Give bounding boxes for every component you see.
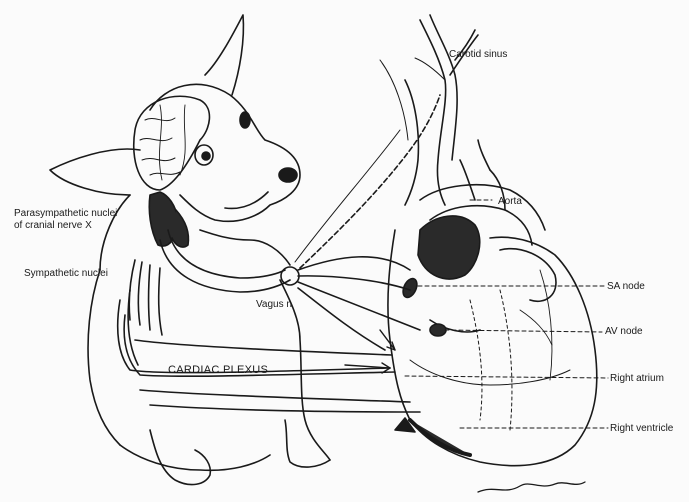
label-sympathetic-nuclei: Sympathetic nuclei (24, 268, 108, 279)
dog-illustration (50, 15, 330, 485)
artist-signature (478, 482, 585, 492)
label-aorta: Aorta (498, 196, 522, 207)
carotid-artery (380, 15, 478, 205)
label-parasympathetic-line2: of cranial nerve X (14, 220, 92, 231)
label-carotid-sinus: Carotid sinus (449, 49, 507, 60)
label-parasympathetic-line1: Parasympathetic nuclei (14, 208, 117, 219)
label-sa-node: SA node (607, 281, 645, 292)
label-av-node: AV node (605, 326, 643, 337)
label-vagus-nerve: Vagus n (256, 299, 292, 310)
label-right-atrium: Right atrium (610, 373, 664, 384)
label-cardiac-plexus: CARDIAC PLEXUS (168, 365, 268, 376)
av-node-mark (430, 324, 446, 336)
label-right-ventricle: Right ventricle (610, 423, 673, 434)
nerve-arrows (345, 330, 395, 373)
